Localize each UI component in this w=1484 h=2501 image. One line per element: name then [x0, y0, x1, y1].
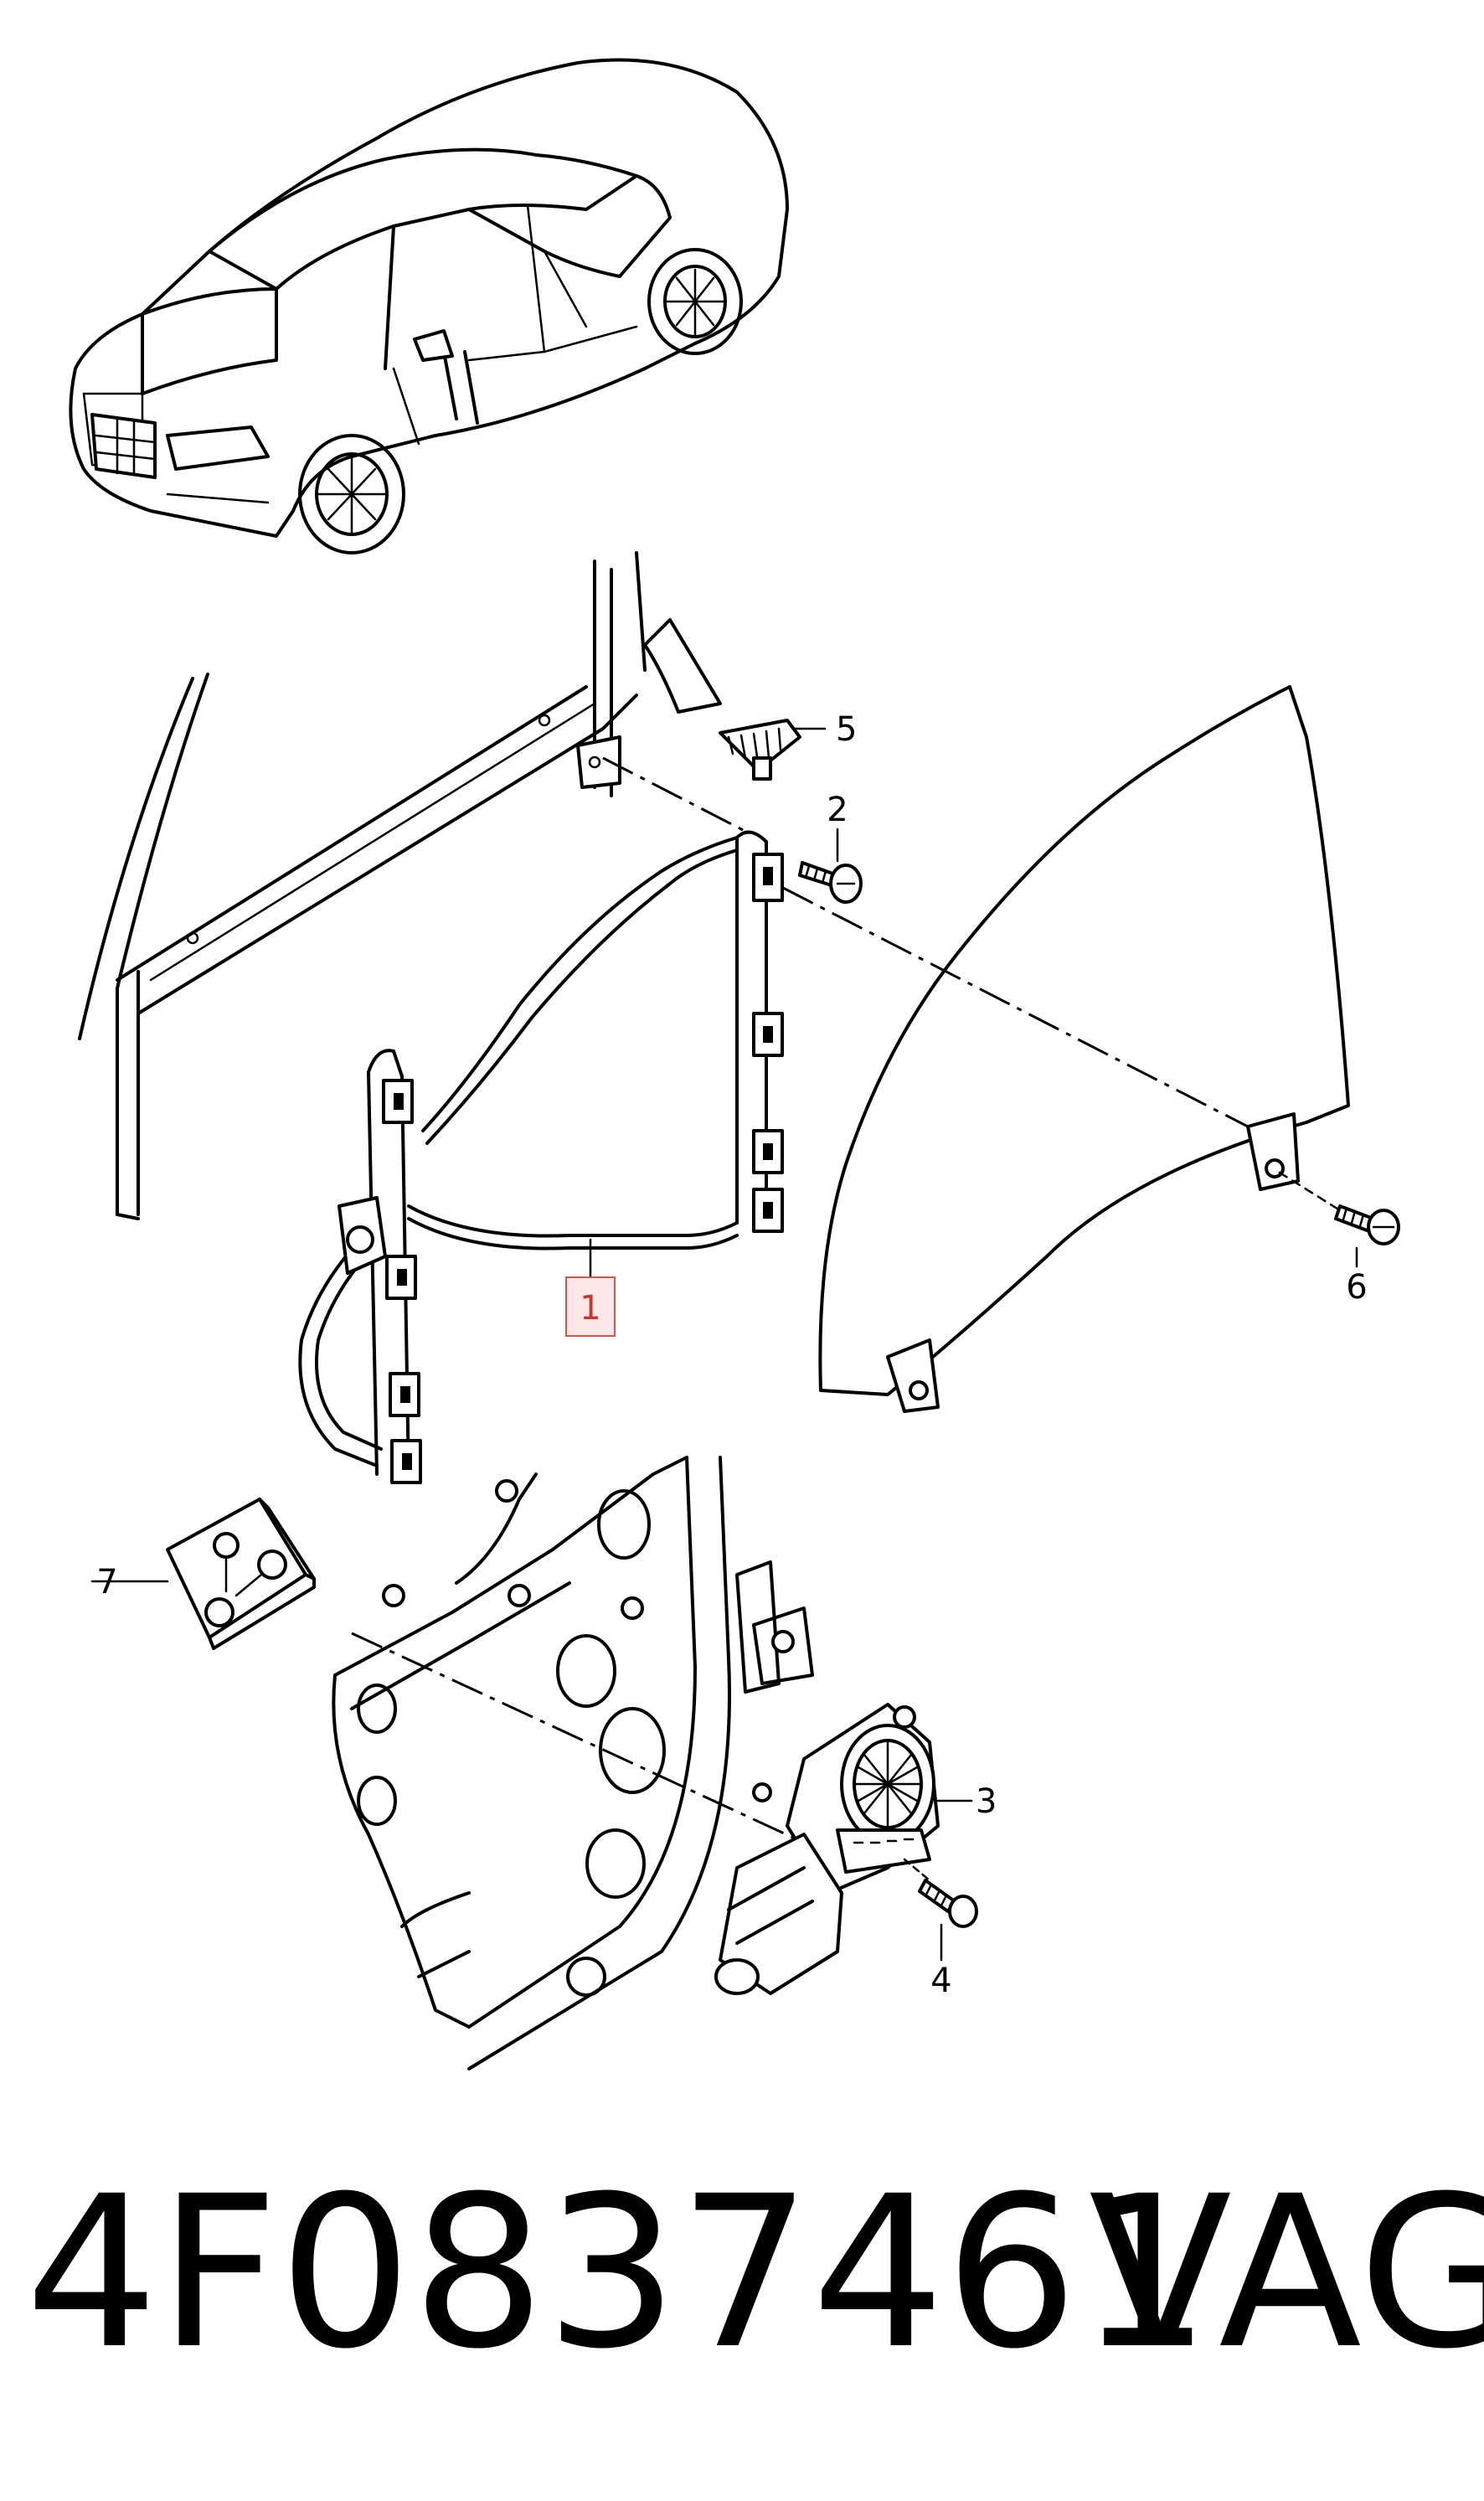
callout-7-label: 7	[96, 1563, 117, 1601]
car-illustration	[69, 58, 789, 554]
guide-line-5	[602, 756, 750, 835]
door-glass	[818, 685, 1350, 1413]
part-2-screw: 2	[798, 791, 863, 904]
callout-3-label: 3	[976, 1782, 997, 1821]
part-4-screw: 4	[903, 1858, 978, 2000]
part-number: 4F0837461	[25, 2151, 1211, 2395]
callout-1-label: 1	[580, 1289, 600, 1328]
window-regulator	[298, 830, 784, 1484]
callout-1: 1	[565, 1238, 616, 1337]
callout-4-label: 4	[930, 1962, 951, 2000]
door-frame	[78, 551, 722, 1220]
callout-6-label: 6	[1346, 1268, 1367, 1307]
part-6-bolt: 6	[1278, 1171, 1400, 1307]
door-inner-panel	[332, 1456, 814, 2070]
part-7-pad: 7	[90, 1498, 316, 1650]
callout-5-label: 5	[836, 710, 857, 749]
part-5-clip: 5	[719, 710, 857, 781]
callout-2-label: 2	[827, 791, 848, 829]
guide-line-2	[782, 886, 1249, 1128]
brand-name: VAG	[1089, 2151, 1484, 2395]
part-3-motor: 3	[714, 1703, 997, 1995]
